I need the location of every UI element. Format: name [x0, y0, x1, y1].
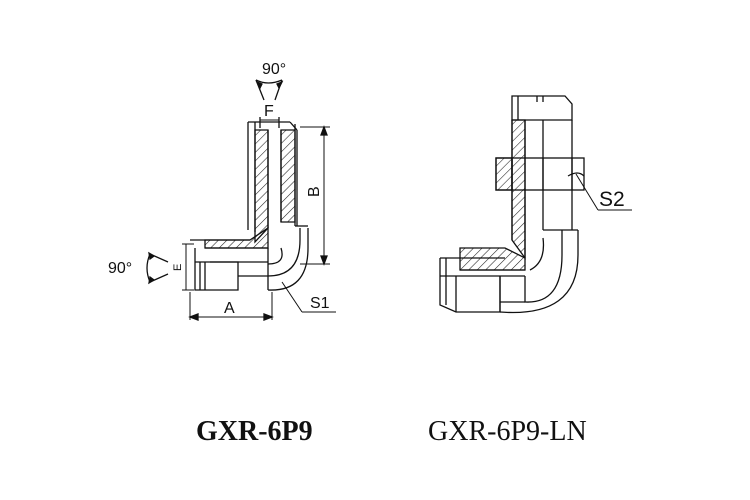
- left-caption: GXR-6P9: [196, 416, 313, 447]
- hex-left-label: E: [172, 264, 184, 271]
- top-angle-label: 90°: [262, 61, 286, 78]
- dim-a-label: A: [224, 300, 235, 317]
- top-angle-arc: [255, 79, 283, 84]
- hex-top-label: F: [264, 103, 274, 120]
- right-caption: GXR-6P9-LN: [428, 416, 587, 447]
- left-fitting: 90° F B 90° E A S1: [108, 61, 336, 321]
- left-angle-label: 90°: [108, 260, 132, 277]
- wrench-s2-label: S2: [599, 188, 625, 211]
- dim-b-label: B: [306, 186, 323, 197]
- wrench-s1-label: S1: [310, 295, 330, 312]
- right-fitting: S2: [439, 95, 632, 314]
- stem-wall-section: [511, 119, 526, 261]
- stem-wall-section: [254, 129, 269, 244]
